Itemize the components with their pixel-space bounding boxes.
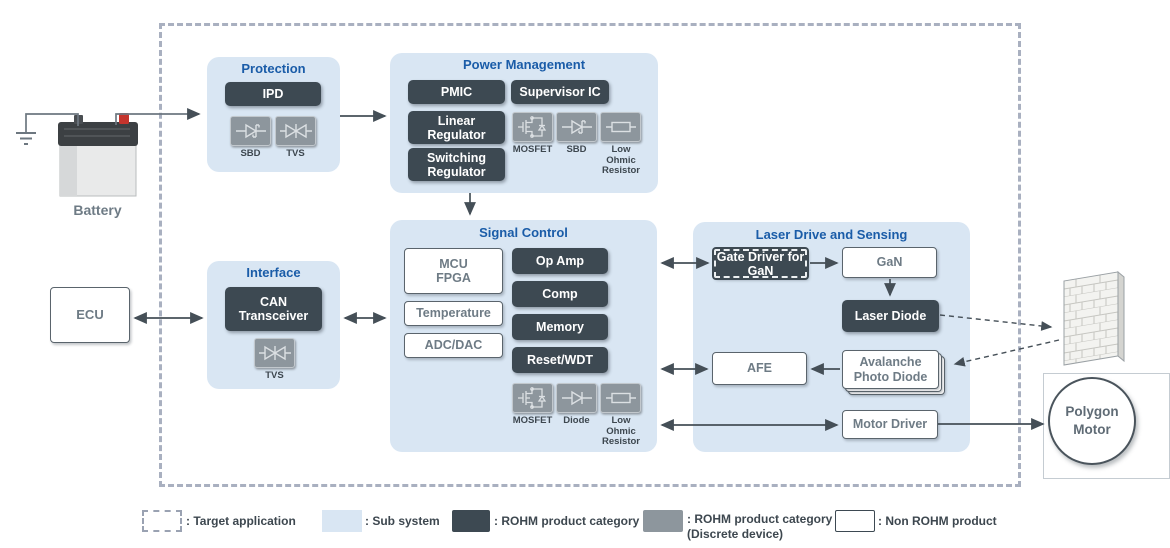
mcu-fpga-box: MCU FPGA — [404, 248, 503, 294]
subsystem-protection — [207, 57, 340, 172]
legend-rohm-discrete-line1: : ROHM product category — [687, 512, 833, 526]
switching-regulator-button[interactable]: Switching Regulator — [408, 148, 505, 181]
comp-button[interactable]: Comp — [512, 281, 608, 307]
avalanche-photo-diode-stack: Avalanche Photo Diode — [842, 350, 945, 395]
low-ohmic-resistor-label: Low Ohmic Resistor — [601, 415, 640, 448]
mosfet-label: MOSFET — [512, 144, 553, 155]
signal-control-title: Signal Control — [479, 225, 568, 240]
tvs-label: TVS — [265, 370, 284, 381]
ecu-box: ECU — [50, 287, 130, 343]
legend-rohm-discrete-label: : ROHM product category (Discrete device… — [687, 509, 832, 542]
battery-illustration — [58, 113, 138, 197]
afe-box: AFE — [712, 352, 807, 385]
legend-target-application-label: : Target application — [186, 514, 296, 528]
gan-box: GaN — [842, 247, 937, 278]
ground-symbol — [16, 132, 36, 145]
protection-title: Protection — [241, 61, 306, 76]
motor-driver-box: Motor Driver — [842, 410, 938, 439]
fpga-line: FPGA — [436, 271, 471, 285]
low-ohmic-resistor-label: Low Ohmic Resistor — [601, 144, 640, 177]
legend-rohm-category-swatch — [452, 510, 490, 532]
legend-non-rohm-label: : Non ROHM product — [878, 514, 997, 528]
polygon-motor-line2: Motor — [1073, 422, 1111, 437]
mosfet-icon[interactable] — [512, 383, 553, 413]
avalanche-photo-diode-box: Avalanche Photo Diode — [842, 350, 939, 389]
adc-dac-box: ADC/DAC — [404, 333, 503, 358]
diode-label: Diode — [563, 415, 590, 426]
target-application-boundary — [159, 23, 1021, 487]
mosfet-icon[interactable] — [512, 112, 553, 142]
ipd-button[interactable]: IPD — [225, 82, 321, 106]
sbd-icon[interactable] — [230, 116, 271, 146]
supervisor-ic-button[interactable]: Supervisor IC — [511, 80, 609, 104]
legend-sub-system-swatch — [322, 510, 362, 532]
mosfet-label: MOSFET — [512, 415, 553, 426]
sbd-label: SBD — [566, 144, 587, 155]
interface-title: Interface — [246, 265, 301, 280]
legend-non-rohm-swatch — [835, 510, 875, 532]
legend-sub-system-label: : Sub system — [365, 514, 440, 528]
legend-rohm-discrete-line2: (Discrete device) — [687, 527, 784, 541]
battery-label: Battery — [73, 202, 122, 218]
mcu-line: MCU — [439, 256, 468, 271]
tvs-label: TVS — [286, 148, 305, 159]
can-transceiver-button[interactable]: CAN Transceiver — [225, 287, 322, 331]
legend-rohm-category-label: : ROHM product category — [494, 514, 640, 528]
reset-wdt-button[interactable]: Reset/WDT — [512, 347, 608, 373]
gate-driver-for-gan-button[interactable]: Gate Driver for GaN — [714, 249, 807, 278]
laser-drive-sensing-title: Laser Drive and Sensing — [755, 227, 908, 242]
low-ohmic-resistor-icon[interactable] — [600, 112, 641, 142]
polygon-motor: Polygon Motor — [1048, 377, 1136, 465]
sbd-icon[interactable] — [556, 112, 597, 142]
power-management-title: Power Management — [462, 57, 586, 72]
memory-button[interactable]: Memory — [512, 314, 608, 340]
low-ohmic-resistor-icon[interactable] — [600, 383, 641, 413]
tvs-icon[interactable] — [275, 116, 316, 146]
tvs-icon[interactable] — [254, 338, 295, 368]
diode-icon[interactable] — [556, 383, 597, 413]
op-amp-button[interactable]: Op Amp — [512, 248, 608, 274]
polygon-motor-line1: Polygon — [1065, 403, 1119, 419]
temperature-box: Temperature — [404, 301, 503, 326]
legend-rohm-discrete-swatch — [643, 510, 683, 532]
sbd-label: SBD — [240, 148, 261, 159]
legend-target-application-swatch — [142, 510, 182, 532]
linear-regulator-button[interactable]: Linear Regulator — [408, 111, 505, 144]
pmic-button[interactable]: PMIC — [408, 80, 505, 104]
wall-illustration — [1063, 270, 1125, 366]
laser-diode-button[interactable]: Laser Diode — [842, 300, 939, 332]
